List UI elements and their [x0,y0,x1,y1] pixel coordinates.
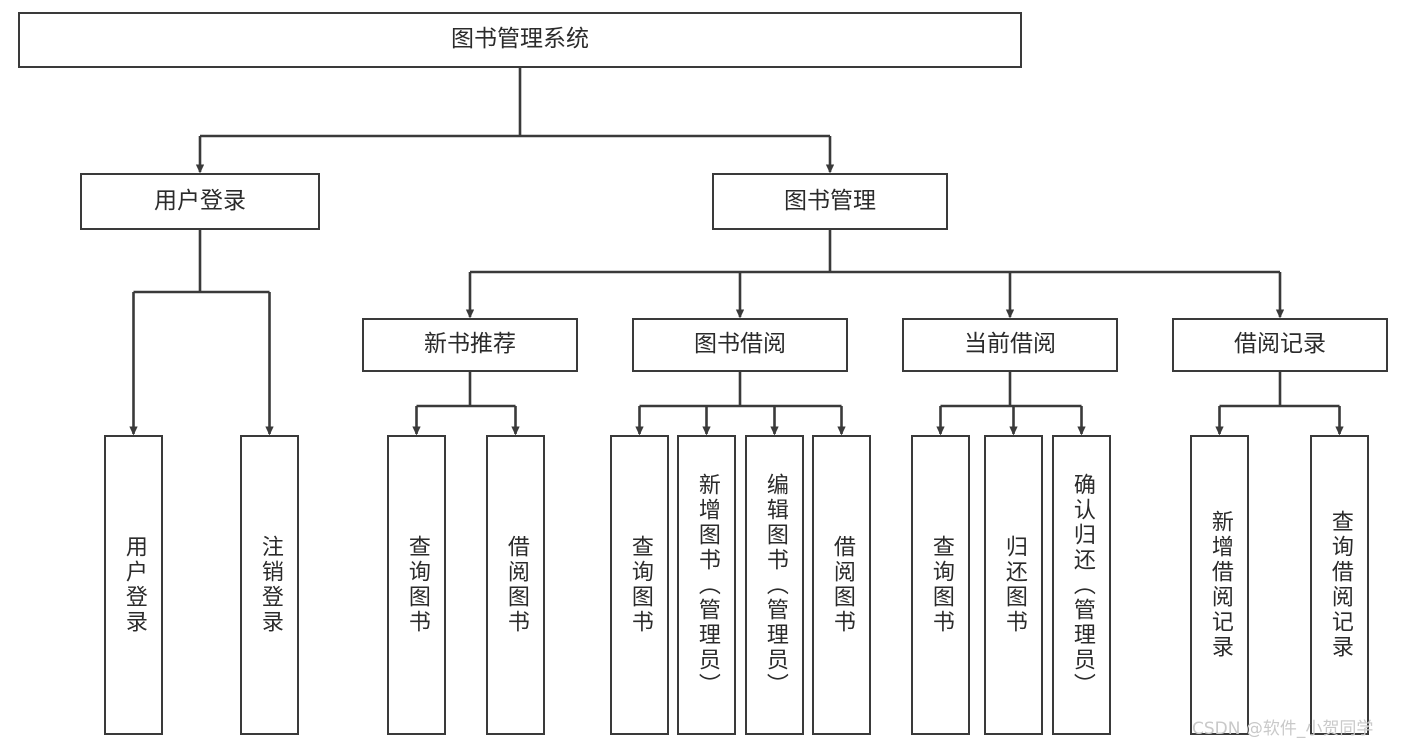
node-root-system-label: 图书管理系统 [451,26,589,53]
node-leaf-borrow-book-rec-label: 借阅图书 [503,535,529,635]
node-leaf-borrow-book-rec: 借阅图书 [486,435,545,735]
node-leaf-query-book-cur: 查询图书 [911,435,970,735]
node-book-manage: 图书管理 [712,173,948,230]
node-leaf-logout-label: 注销登录 [257,535,283,635]
node-leaf-add-book-label: 新增图书（管理员） [694,472,720,698]
node-leaf-user-login-label: 用户登录 [121,535,147,635]
node-leaf-return-book: 归还图书 [984,435,1043,735]
node-book-manage-label: 图书管理 [784,187,876,214]
node-leaf-query-book-rec: 查询图书 [387,435,446,735]
node-leaf-user-login: 用户登录 [104,435,163,735]
node-leaf-add-record-label: 新增借阅记录 [1207,510,1233,660]
node-leaf-confirm-return-label: 确认归还（管理员） [1069,472,1095,698]
node-leaf-edit-book: 编辑图书（管理员） [745,435,804,735]
node-user-login-label: 用户登录 [154,187,246,214]
node-current-borrow-label: 当前借阅 [964,331,1056,358]
node-borrow-record: 借阅记录 [1172,318,1388,372]
node-leaf-borrow-book-label: 借阅图书 [829,535,855,635]
node-leaf-query-record: 查询借阅记录 [1310,435,1369,735]
node-leaf-return-book-label: 归还图书 [1001,535,1027,635]
node-borrow-record-label: 借阅记录 [1234,331,1326,358]
node-leaf-borrow-book: 借阅图书 [812,435,871,735]
node-leaf-confirm-return: 确认归还（管理员） [1052,435,1111,735]
node-leaf-query-book-label: 查询图书 [627,535,653,635]
node-leaf-add-book: 新增图书（管理员） [677,435,736,735]
node-current-borrow: 当前借阅 [902,318,1118,372]
node-new-book-rec-label: 新书推荐 [424,331,516,358]
node-leaf-add-record: 新增借阅记录 [1190,435,1249,735]
node-book-borrow: 图书借阅 [632,318,848,372]
node-book-borrow-label: 图书借阅 [694,331,786,358]
node-leaf-query-record-label: 查询借阅记录 [1327,510,1353,660]
node-leaf-edit-book-label: 编辑图书（管理员） [762,472,788,698]
node-user-login: 用户登录 [80,173,320,230]
node-leaf-query-book-rec-label: 查询图书 [404,535,430,635]
node-leaf-query-book-cur-label: 查询图书 [928,535,954,635]
node-new-book-rec: 新书推荐 [362,318,578,372]
node-leaf-logout: 注销登录 [240,435,299,735]
node-root-system: 图书管理系统 [18,12,1022,68]
node-leaf-query-book: 查询图书 [610,435,669,735]
